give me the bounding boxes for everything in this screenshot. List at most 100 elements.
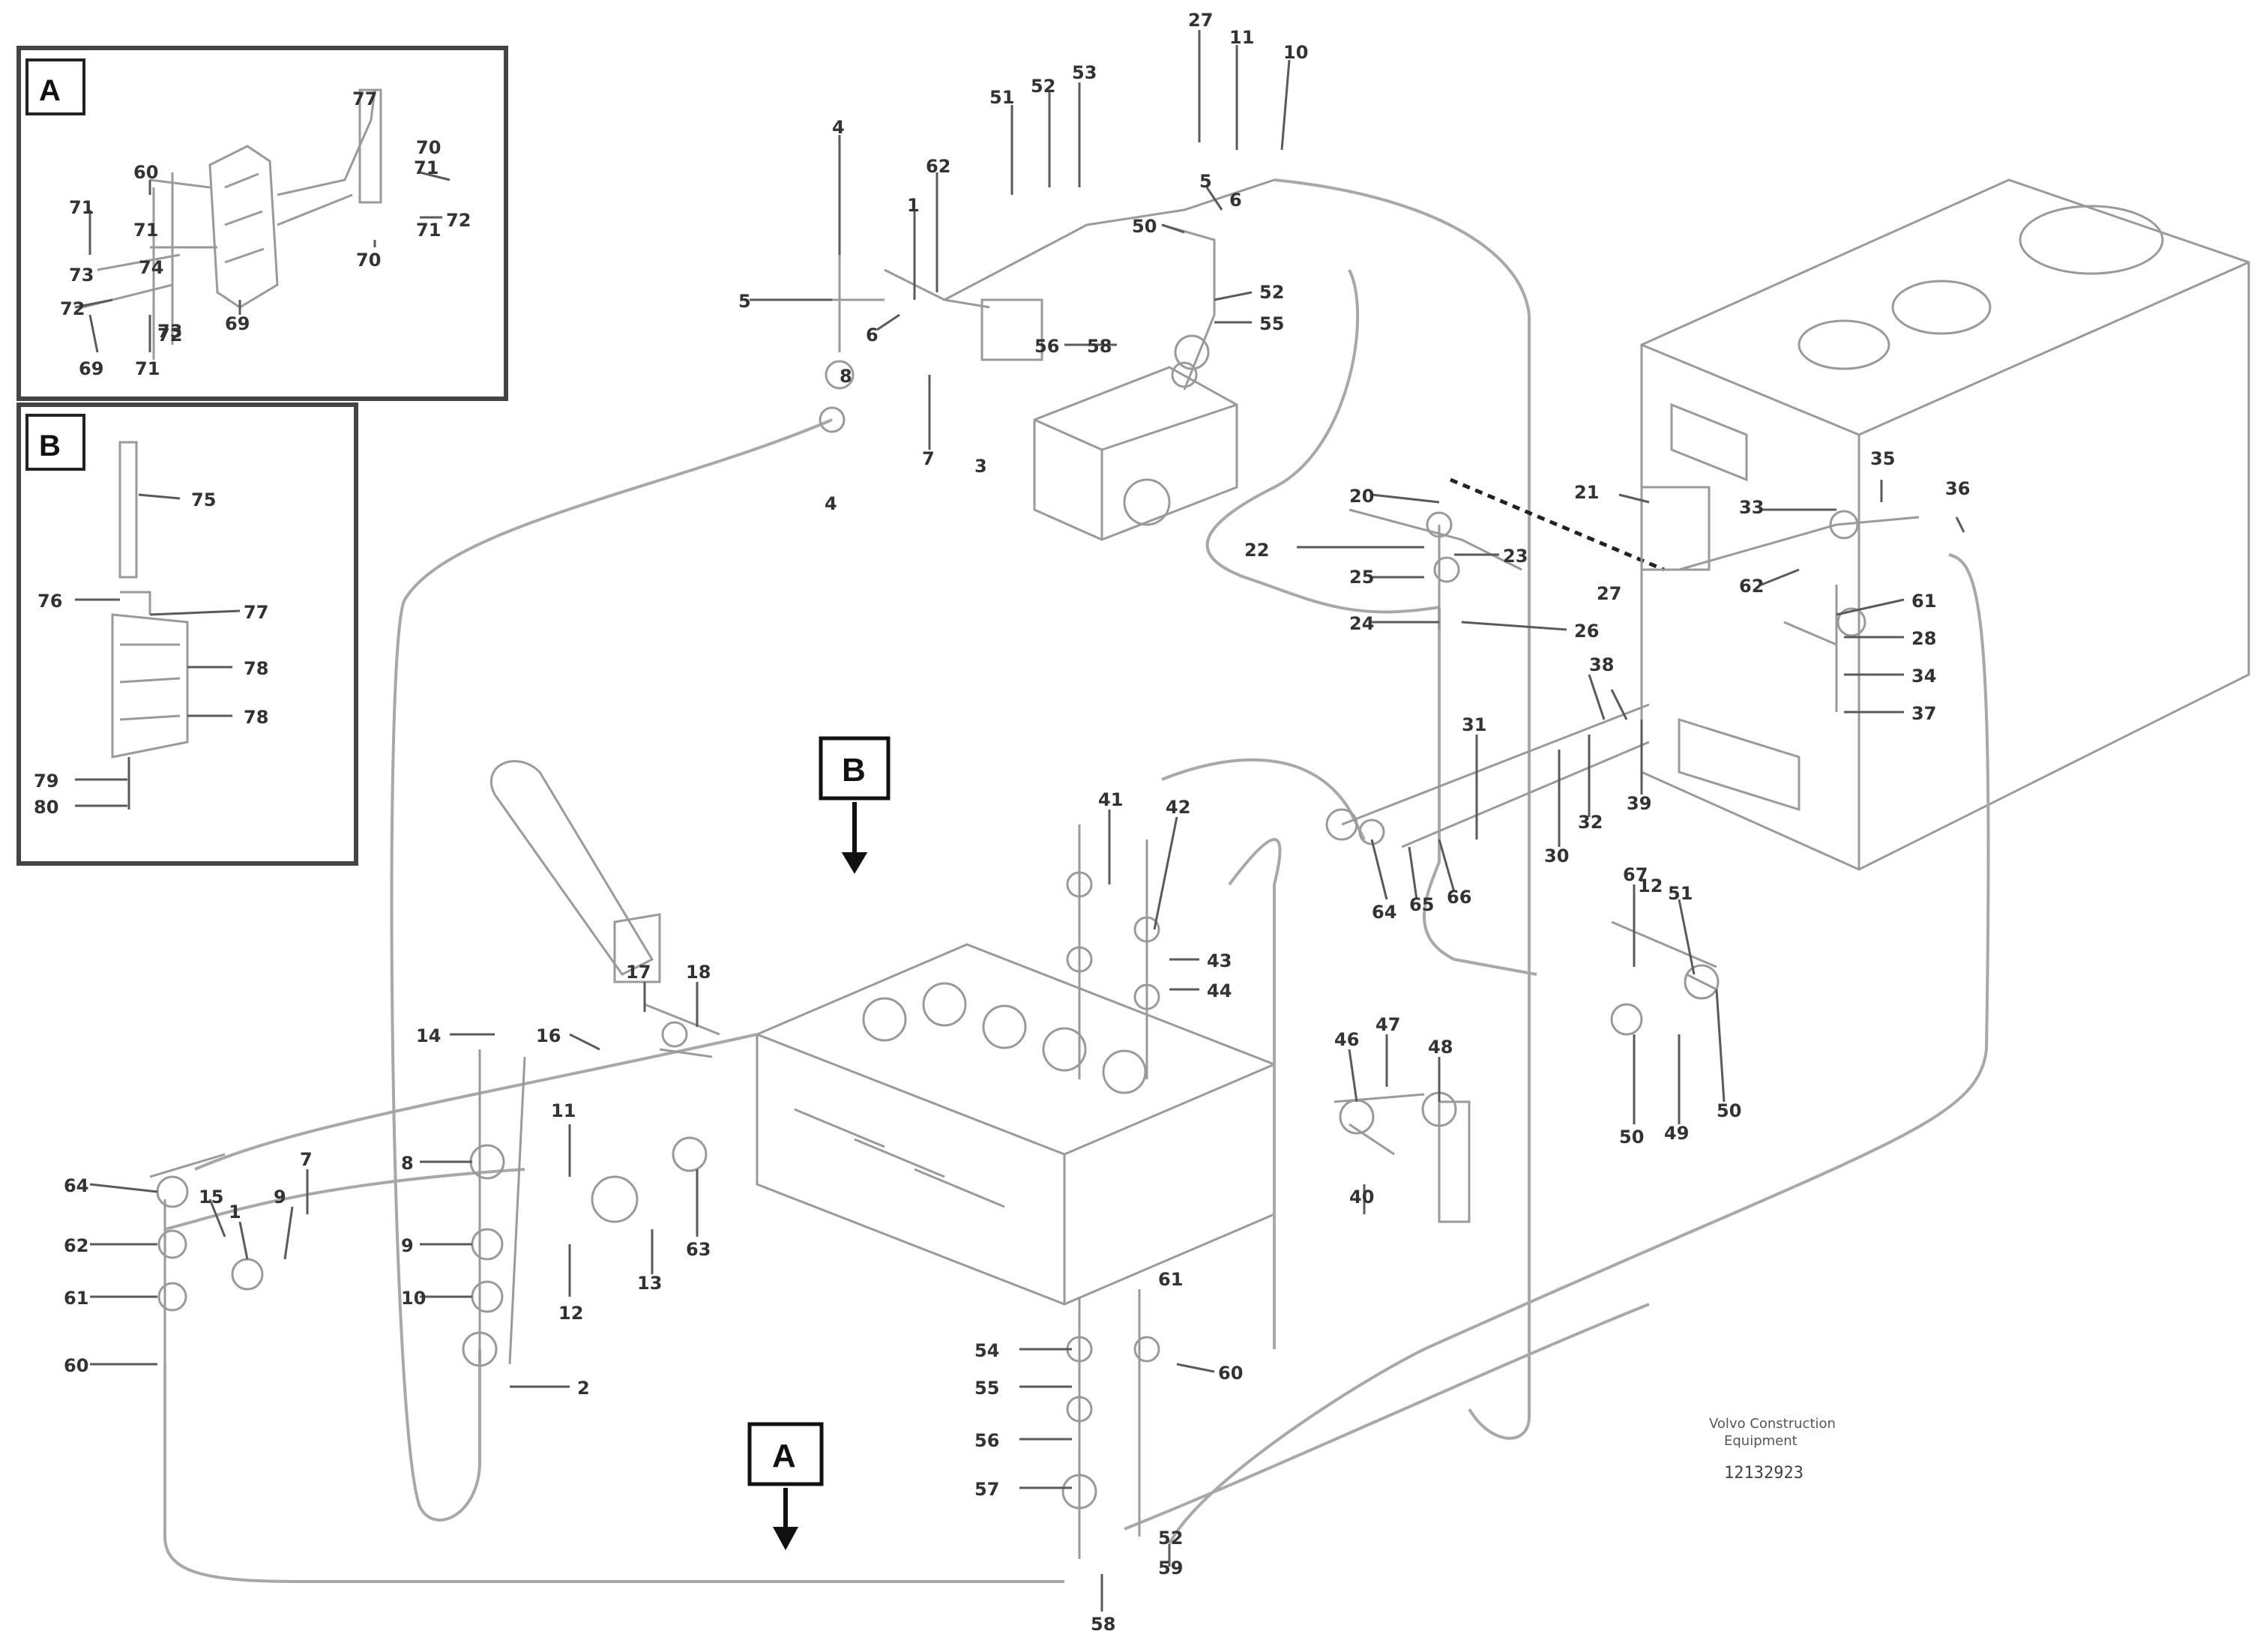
inset-b-callouts: 75 76 77 78 78 79 80 (34, 489, 268, 818)
callout: 80 (34, 797, 58, 818)
callout: 56 (1034, 336, 1059, 357)
callout: 40 (1349, 1187, 1374, 1208)
callout: 32 (1578, 812, 1603, 833)
callout: 52 (1158, 1528, 1183, 1549)
view-marker-b-box (819, 736, 891, 801)
callout: 51 (1668, 883, 1693, 904)
callout: 59 (1158, 1558, 1183, 1579)
callout: 76 (37, 591, 62, 612)
view-marker-a-box (747, 1422, 824, 1486)
callout: 41 (1098, 789, 1123, 810)
callout: 74 (139, 257, 163, 278)
callout: 44 (1207, 980, 1232, 1001)
callout: 12 (1638, 875, 1663, 896)
callout: 46 (1334, 1029, 1359, 1050)
callout: 71 (414, 157, 439, 178)
callout: 11 (551, 1100, 576, 1121)
caption-line-2: Equipment (1724, 1433, 1798, 1449)
callout: 71 (69, 197, 94, 218)
view-marker-b-label: B (842, 752, 866, 789)
callout: 72 (60, 298, 85, 319)
callout: 78 (244, 658, 268, 679)
inset-a-valve-body (208, 145, 279, 309)
inset-b-tag: B (39, 429, 61, 462)
callout: 71 (133, 220, 158, 241)
callout: 62 (926, 156, 950, 177)
callout: 69 (225, 313, 250, 334)
callout: 12 (558, 1303, 583, 1324)
callout: 13 (637, 1273, 662, 1294)
callout: 11 (1229, 27, 1254, 48)
callout: 18 (686, 962, 711, 983)
callout: 62 (64, 1235, 88, 1256)
callout: 48 (1428, 1037, 1453, 1058)
callout: 33 (1739, 497, 1764, 518)
inset-a-callouts: 71 73 72 60 71 74 73 70 71 72 71 70 69 6… (60, 88, 471, 379)
view-marker-b: B (819, 736, 891, 874)
callout: 4 (832, 117, 845, 138)
callout: 55 (1259, 313, 1284, 334)
callout: 1 (907, 195, 920, 216)
inset-b-tag-box (25, 414, 85, 471)
main-callouts: 27 11 10 51 52 53 4 62 1 5 6 7 5 6 50 52… (64, 10, 1970, 1635)
callout: 27 (1597, 583, 1621, 604)
callout: 3 (974, 456, 987, 477)
callout: 14 (416, 1025, 441, 1046)
callout: 78 (244, 707, 268, 728)
callout: 60 (1218, 1363, 1243, 1384)
callout: 28 (1911, 628, 1936, 649)
callout: 26 (1574, 621, 1599, 642)
callout: 63 (686, 1239, 711, 1260)
callout: 66 (1447, 887, 1471, 908)
callout: 4 (825, 493, 837, 514)
callout: 49 (1664, 1123, 1689, 1144)
callout: 64 (64, 1175, 88, 1196)
callout: 55 (974, 1378, 999, 1399)
callout: 9 (274, 1187, 286, 1208)
callout: 52 (1259, 282, 1284, 303)
callout: 60 (133, 162, 158, 183)
drawing-caption: Volvo Construction Equipment 12132923 (1709, 1416, 1836, 1483)
callout: 67 (1623, 864, 1648, 885)
callout: 23 (1503, 546, 1528, 567)
callout: 70 (356, 250, 381, 271)
callout: 10 (1283, 42, 1308, 63)
leader-lines (89, 30, 1965, 1612)
callout: 61 (1158, 1269, 1183, 1290)
callout: 72 (157, 325, 182, 346)
callout: 61 (64, 1288, 88, 1309)
callout: 79 (34, 771, 58, 792)
callout: 31 (1462, 714, 1486, 735)
hydraulic-tank (1640, 178, 2250, 871)
callout: 2 (577, 1378, 590, 1399)
callout: 5 (1199, 171, 1212, 192)
callout: 77 (244, 602, 268, 623)
callout: 30 (1544, 845, 1569, 866)
callout: 47 (1375, 1014, 1400, 1035)
callout: 75 (191, 489, 216, 510)
view-marker-a: A (747, 1422, 824, 1551)
callout: 35 (1870, 448, 1895, 469)
callout: 71 (416, 220, 441, 241)
callout: 1 (229, 1202, 241, 1223)
callout: 20 (1349, 486, 1374, 507)
left-fittings (149, 1003, 720, 1367)
hydraulic-pump (1033, 366, 1238, 541)
callout: 50 (1619, 1127, 1644, 1148)
callout: 56 (974, 1430, 999, 1451)
callout: 8 (401, 1153, 414, 1174)
callout: 36 (1945, 478, 1970, 499)
callout: 6 (1229, 190, 1242, 211)
callout: 15 (199, 1187, 223, 1208)
hoses (163, 178, 1990, 1583)
callout: 24 (1349, 613, 1374, 634)
callout: 77 (352, 88, 377, 109)
inset-a-frame (16, 46, 508, 401)
callout: 37 (1911, 703, 1936, 724)
callout: 16 (536, 1025, 561, 1046)
hand-lever (489, 760, 661, 983)
inset-b: B 75 76 77 78 78 79 80 (16, 403, 358, 866)
callout: 10 (401, 1288, 426, 1309)
callout: 70 (416, 137, 441, 158)
